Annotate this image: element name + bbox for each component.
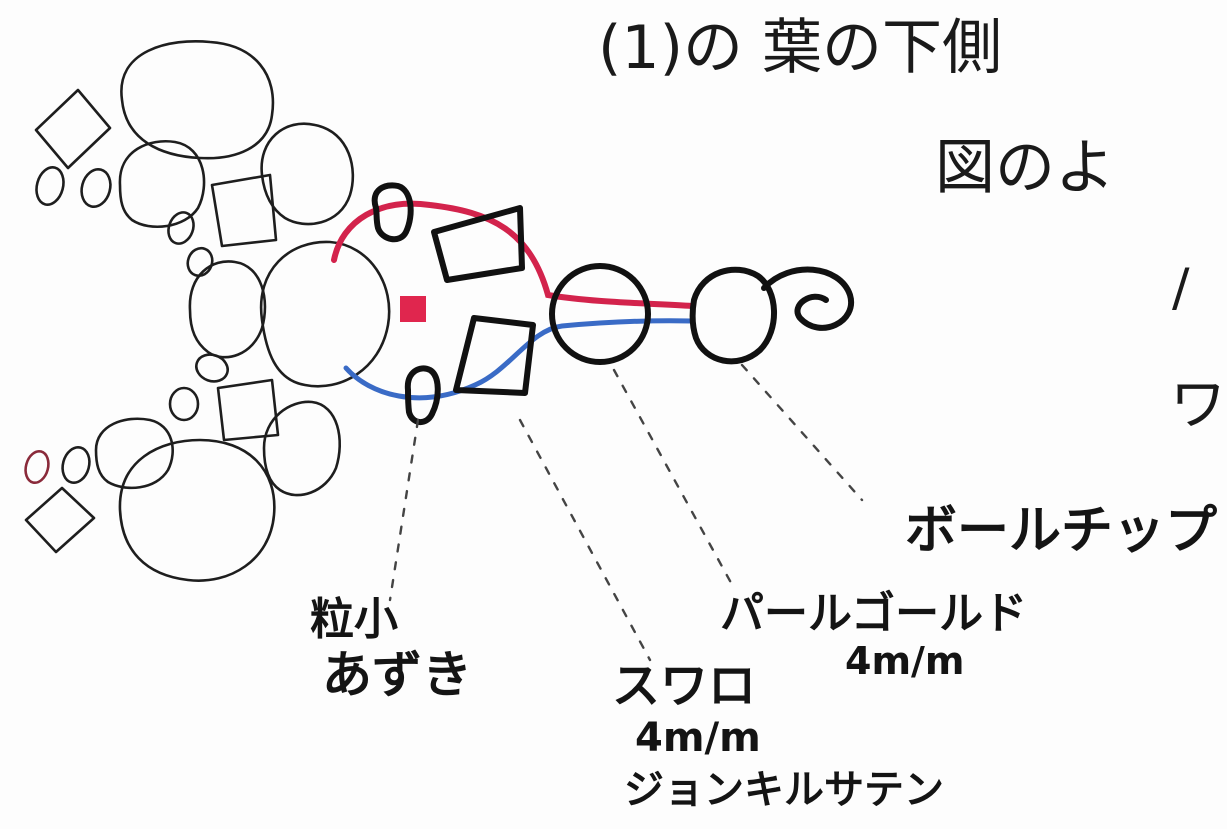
leader-pearl-gold (612, 368, 737, 592)
label-ball-chip: ボールチップ (905, 501, 1218, 561)
label-pearl-gold-size: 4m/m (845, 639, 965, 683)
oval-bead (35, 166, 65, 206)
lower-thread-blue (343, 318, 695, 401)
ball-chip-loop (761, 266, 855, 331)
instruction-heading-line4: ワ (1170, 373, 1226, 438)
square-bead (34, 88, 112, 170)
leader-lines (388, 363, 864, 662)
oval-bead (195, 353, 229, 383)
small-adzuki-bead-bottom (404, 365, 441, 425)
leader-ball-chip (740, 363, 864, 502)
label-jonquil-satin: ジョンキルサテン (624, 767, 944, 813)
leader-small-adzuki (388, 418, 420, 602)
oval-bead (61, 445, 91, 485)
small-adzuki-bead-top (371, 182, 414, 243)
instruction-heading-line1: (1)の 葉の下側 (598, 13, 1003, 83)
red-marker (400, 296, 426, 322)
oval-bead (80, 167, 112, 209)
finished-beads (24, 40, 391, 582)
oval-bead (24, 449, 50, 485)
new-beads (371, 182, 855, 425)
pearl-gold-bead (549, 263, 651, 365)
oval-bead (167, 211, 195, 245)
round-bead (260, 122, 355, 226)
square-bead (216, 378, 280, 442)
thread-paths (331, 200, 695, 401)
instruction-heading-line3: / (1172, 258, 1190, 318)
label-small-adzuki-line1: 粒小 (310, 594, 398, 645)
large-round-bead (259, 240, 391, 388)
label-square-size: 4m/m (635, 715, 761, 761)
large-round-bead (118, 438, 276, 582)
label-small-adzuki-line2: あずき (322, 646, 472, 704)
square-bead (210, 173, 278, 248)
large-round-bead (120, 40, 275, 160)
square-bead (24, 486, 96, 554)
oval-bead (168, 386, 200, 422)
round-bead (94, 417, 174, 490)
instruction-heading-line2: 図のよ (935, 133, 1115, 203)
leader-square (518, 418, 652, 662)
round-bead (262, 400, 341, 497)
square-bead-top (431, 205, 525, 283)
label-square: スワロ (612, 658, 757, 714)
label-pearl-gold: パールゴールド (720, 588, 1028, 639)
square-bead-bottom (453, 315, 536, 396)
upper-thread-red (331, 200, 695, 309)
round-bead (118, 139, 206, 228)
ball-chip-bead (689, 266, 777, 365)
